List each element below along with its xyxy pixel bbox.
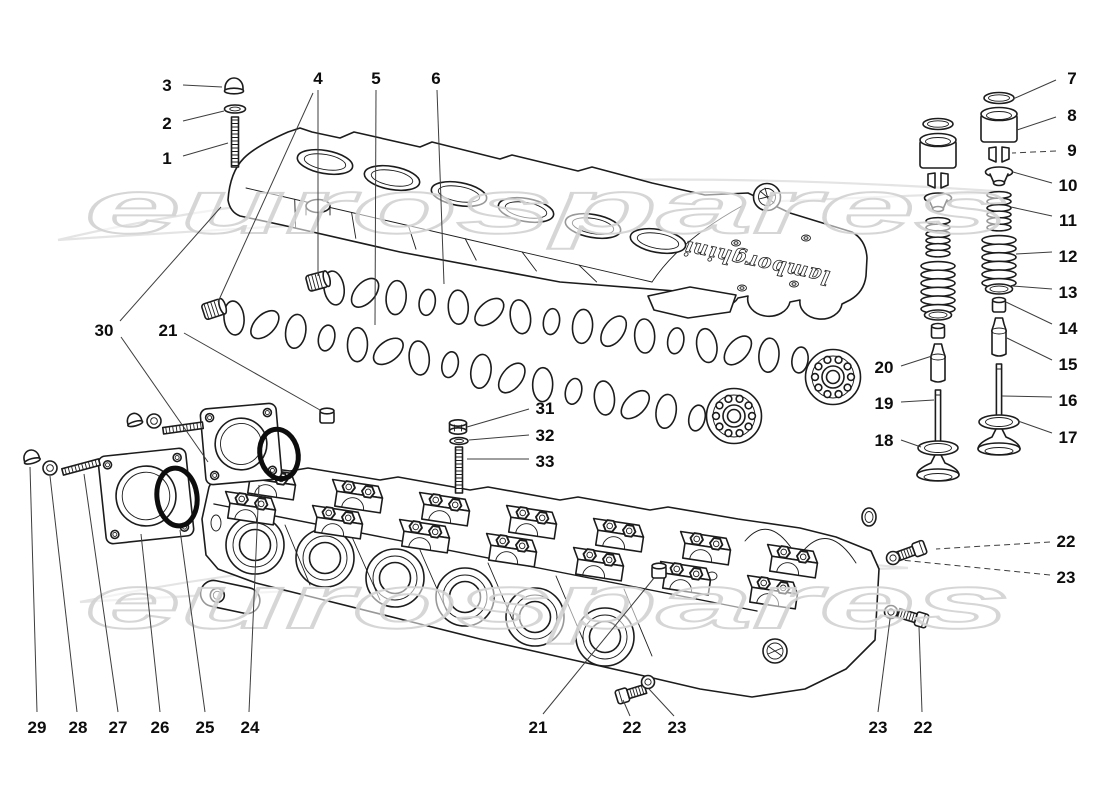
callout-4: 4 [313,69,323,88]
leader-line-24 [248,484,260,713]
leader-line-17 [1017,420,1053,434]
leader-line-22 [622,699,631,717]
callout-33: 33 [536,452,555,471]
callout-11: 11 [1059,211,1077,230]
cam-bracket [647,286,737,319]
leader-line-27 [83,473,119,713]
leader-line-11 [1010,206,1053,217]
leader-line-14 [1005,301,1053,325]
callout-12: 12 [1059,247,1078,266]
leader-line-8 [1016,116,1057,131]
leader-line-25 [179,529,206,713]
watermark-text-top: eurospares [85,165,1010,250]
leader-line-9 [1011,150,1057,154]
leader-line-6 [436,89,445,285]
leader-line-31 [466,408,530,428]
fasteners [23,77,930,705]
callout-21: 21 [529,718,548,737]
leader-line-30 [119,206,222,322]
callout-17: 17 [1059,428,1078,447]
end-cover-plates [97,402,301,545]
leader-line-3 [182,84,223,88]
callout-27: 27 [109,718,128,737]
callout-9: 9 [1067,141,1076,160]
leader-line-23 [900,559,1051,576]
callout-23: 23 [1057,568,1076,587]
callout-21: 21 [159,321,178,340]
callout-28: 28 [69,718,88,737]
callout-22: 22 [1057,532,1076,551]
callout-14: 14 [1059,319,1078,338]
watermark-layer: eurospares eurospares [84,164,1011,646]
o-ring-rear [257,426,301,482]
leader-line-15 [1006,337,1053,361]
leader-line-19 [900,399,935,403]
mounting-lug [199,579,261,615]
leader-line-16 [1001,395,1053,398]
leader-line-22 [918,626,923,713]
leader-line-32 [468,434,530,441]
callout-31: 31 [536,399,555,418]
callout-1: 1 [162,149,171,168]
leader-line-4 [217,92,314,303]
leader-line-21 [542,577,655,715]
o-ring-front [154,465,200,529]
leader-line-10 [1012,171,1053,184]
callout-2: 2 [162,114,171,133]
callout-15: 15 [1059,355,1078,374]
valve-cover: lamborghini [227,127,868,320]
callout-6: 6 [431,69,440,88]
leader-line-20 [900,355,933,367]
valve-train-parts [916,91,1021,482]
callout-19: 19 [875,394,894,413]
callout-29: 29 [28,718,47,737]
leader-line-7 [1012,79,1057,100]
leader-line-23 [877,618,891,713]
leader-line-5 [374,89,377,326]
leader-line-23 [648,688,675,717]
callout-32: 32 [536,426,555,445]
callout-20: 20 [875,358,894,377]
callout-13: 13 [1059,283,1078,302]
camshafts [223,270,862,445]
callout-18: 18 [875,431,894,450]
oil-filler-cap [752,182,782,212]
callout-23: 23 [869,718,888,737]
leader-line-18 [900,439,922,448]
callout-7: 7 [1067,69,1076,88]
leader-line-22 [935,541,1051,550]
callout-30: 30 [95,321,114,340]
leader-line-13 [1011,285,1053,290]
callout-23: 23 [668,718,687,737]
callout-5: 5 [371,69,380,88]
callout-22: 22 [914,718,933,737]
leader-line-1 [182,142,229,157]
callout-25: 25 [196,718,215,737]
leader-line-21 [183,332,321,411]
front-cover-plate [97,447,195,545]
leader-line-28 [49,475,78,713]
watermark-text-bottom: eurospares [85,560,1010,645]
leader-line-29 [29,466,38,713]
leader-line-26 [140,533,161,713]
callout-24: 24 [241,718,260,737]
callout-8: 8 [1067,106,1076,125]
callout-10: 10 [1059,176,1078,195]
leader-line-2 [182,110,225,122]
callout-22: 22 [623,718,642,737]
callout-3: 3 [162,76,171,95]
callout-16: 16 [1059,391,1078,410]
callout-26: 26 [151,718,170,737]
leader-line-30 [120,336,209,463]
leader-line-12 [1015,251,1053,255]
